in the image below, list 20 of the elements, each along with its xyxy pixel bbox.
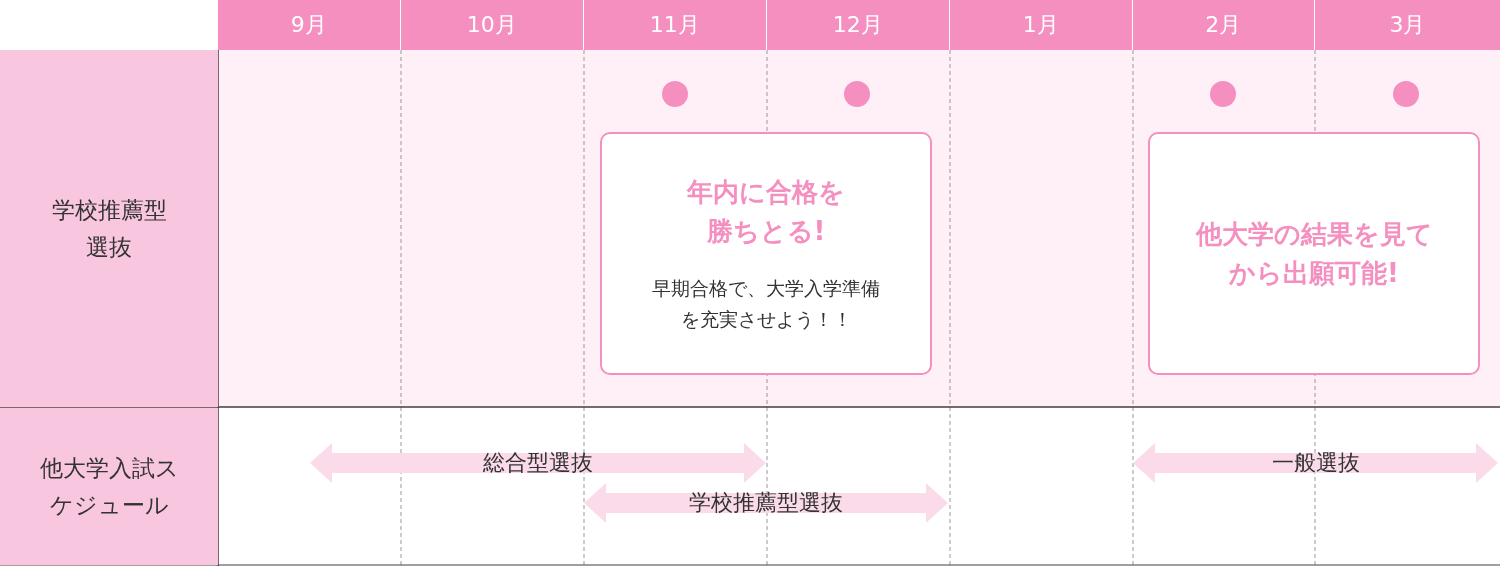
callout-text: 早期合格で、大学入学準備を充実させよう！！ [651,276,881,332]
callout-box [1148,132,1480,375]
period-label: 学校推薦型選抜 [689,489,843,517]
row-header: 学校推薦型選抜 [0,50,218,407]
callout-title: 他大学の結果を見てから出願可能! [1194,217,1434,290]
month-header: 3月 [1315,0,1500,50]
period-label: 一般選抜 [1271,449,1360,477]
month-header: 11月 [584,0,766,50]
period-arrow [584,483,948,523]
month-header: 12月 [767,0,949,50]
period-label: 総合型選抜 [483,449,593,477]
row-header: 他大学入試スケジュール [0,408,218,565]
period-arrow [1133,443,1498,483]
month-header: 10月 [401,0,583,50]
month-header: 1月 [950,0,1132,50]
callout-box [600,132,932,375]
month-header: 9月 [218,0,400,50]
callout-title: 年内に合格を勝ちとる! [685,176,846,249]
period-arrow [310,443,766,483]
month-header: 2月 [1133,0,1314,50]
